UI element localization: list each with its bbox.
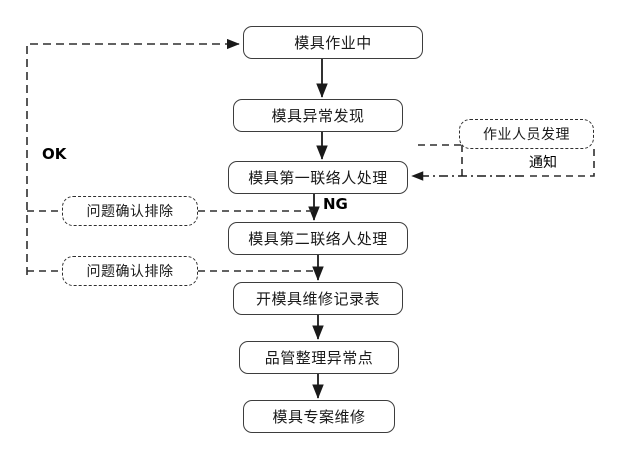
edge-label-notify: 通知 xyxy=(529,155,557,171)
node-issue-confirm-2[interactable]: 问题确认排除 xyxy=(62,256,198,286)
node-repair-record[interactable]: 开模具维修记录表 xyxy=(233,282,403,315)
node-issue-confirm-1-label: 问题确认排除 xyxy=(86,204,174,220)
edge-label-ng: NG xyxy=(323,195,348,213)
node-second-contact-label: 模具第二联络人处理 xyxy=(248,230,388,248)
node-qc-summary-label: 品管整理异常点 xyxy=(264,349,374,367)
node-mold-operation-label: 模具作业中 xyxy=(294,34,372,52)
node-mold-operation[interactable]: 模具作业中 xyxy=(243,26,423,59)
node-first-contact-label: 模具第一联络人处理 xyxy=(248,169,388,187)
node-special-repair-label: 模具专案维修 xyxy=(272,408,366,426)
node-qc-summary[interactable]: 品管整理异常点 xyxy=(239,341,399,374)
edge-operator-notify-path xyxy=(461,145,595,177)
node-abnormality-found-label: 模具异常发现 xyxy=(271,107,365,125)
node-second-contact[interactable]: 模具第二联络人处理 xyxy=(228,222,408,255)
node-operator-handle[interactable]: 作业人员发理 xyxy=(459,119,594,149)
node-issue-confirm-2-label: 问题确认排除 xyxy=(86,264,174,280)
edge-label-ok: OK xyxy=(42,145,67,163)
node-repair-record-label: 开模具维修记录表 xyxy=(255,290,380,308)
node-first-contact[interactable]: 模具第一联络人处理 xyxy=(228,161,408,194)
node-issue-confirm-1[interactable]: 问题确认排除 xyxy=(62,196,198,226)
node-special-repair[interactable]: 模具专案维修 xyxy=(243,400,395,433)
node-abnormality-found[interactable]: 模具异常发现 xyxy=(233,99,403,132)
node-operator-handle-label: 作业人员发理 xyxy=(483,127,570,143)
